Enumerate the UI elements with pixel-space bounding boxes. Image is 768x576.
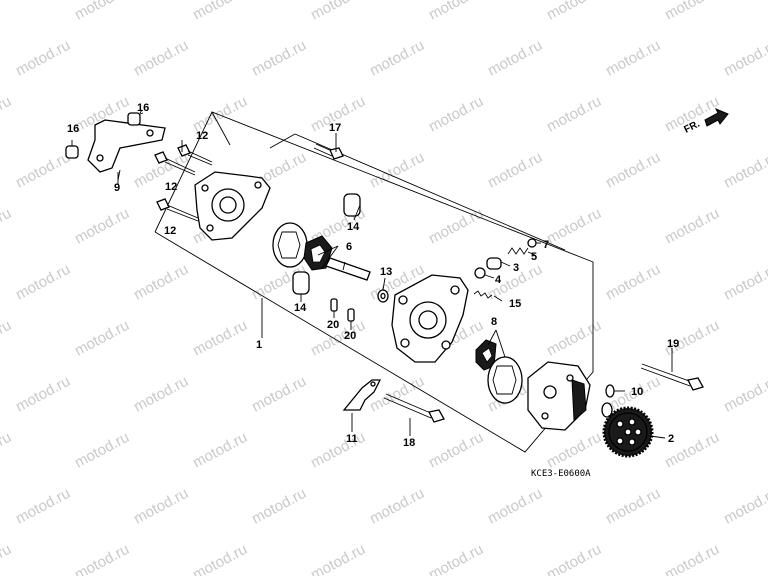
dowel-pin-16-upper <box>127 112 144 126</box>
callout-12-middle: 12 <box>165 181 177 193</box>
assembly-frame <box>154 111 594 453</box>
outer-rotor-8 <box>487 356 523 404</box>
washer-13 <box>377 289 389 303</box>
sprocket-2 <box>602 406 654 458</box>
callout-4: 4 <box>495 274 502 286</box>
callout-10: 10 <box>631 386 643 398</box>
drawing-code: KCE3-E0600A <box>531 469 591 479</box>
piston-3 <box>486 257 502 270</box>
pin-20-b <box>347 308 355 322</box>
callout-13: 13 <box>380 266 392 278</box>
callout-14-lower: 14 <box>294 302 307 314</box>
bolt-12-upper <box>177 144 213 166</box>
inner-rotor-8 <box>475 339 497 371</box>
callout-20-b: 20 <box>344 330 356 342</box>
callout-6: 6 <box>346 241 352 253</box>
callout-5: 5 <box>531 251 537 263</box>
callout-7: 7 <box>543 239 549 251</box>
pin-20-a <box>330 298 338 312</box>
callout-9: 9 <box>114 182 120 194</box>
bolt-12-lower <box>156 198 199 222</box>
outer-rotor-6 <box>272 222 308 268</box>
spring-pin-15 <box>473 290 493 299</box>
dowel-pin-16-left <box>65 140 79 159</box>
front-direction-arrow: FR. <box>682 108 729 136</box>
callout-14-upper: 14 <box>347 221 360 233</box>
guide-plate-11 <box>342 379 382 422</box>
washer-nut-10 <box>601 384 615 418</box>
direction-label: FR. <box>682 118 702 135</box>
bolt-12-middle <box>154 151 196 176</box>
bracket-part <box>87 119 166 181</box>
callout-1: 1 <box>256 339 262 351</box>
bolt-17 <box>313 143 344 160</box>
callout-18: 18 <box>403 437 415 449</box>
pump-cover-front <box>194 171 271 241</box>
callout-16-left: 16 <box>67 123 79 135</box>
leader-lines <box>117 109 673 439</box>
callout-16-upper: 16 <box>137 102 149 114</box>
spring-5 <box>507 247 529 255</box>
o-ring-4 <box>474 267 486 279</box>
callout-15: 15 <box>509 298 521 310</box>
bolt-18 <box>383 393 445 423</box>
inner-rotor-6 <box>303 235 333 271</box>
callout-17: 17 <box>329 122 341 134</box>
callout-12-bottom: 12 <box>164 225 176 237</box>
cap-7 <box>527 238 537 248</box>
bolt-19 <box>640 363 704 391</box>
callout-2: 2 <box>668 433 674 445</box>
callout-8: 8 <box>491 316 497 328</box>
callout-12-top: 12 <box>196 130 208 142</box>
collar-14-upper <box>343 193 361 217</box>
callout-3: 3 <box>513 262 519 274</box>
callout-19: 19 <box>667 338 679 350</box>
callout-11: 11 <box>346 433 358 445</box>
callout-labels: 16 16 9 12 12 12 17 14 14 6 13 20 20 1 7… <box>67 102 679 449</box>
pump-cover-rear <box>527 361 591 431</box>
pump-shaft <box>325 257 371 281</box>
collar-14-lower <box>292 271 310 295</box>
callout-20-a: 20 <box>327 319 339 331</box>
pump-body-main <box>391 274 469 363</box>
